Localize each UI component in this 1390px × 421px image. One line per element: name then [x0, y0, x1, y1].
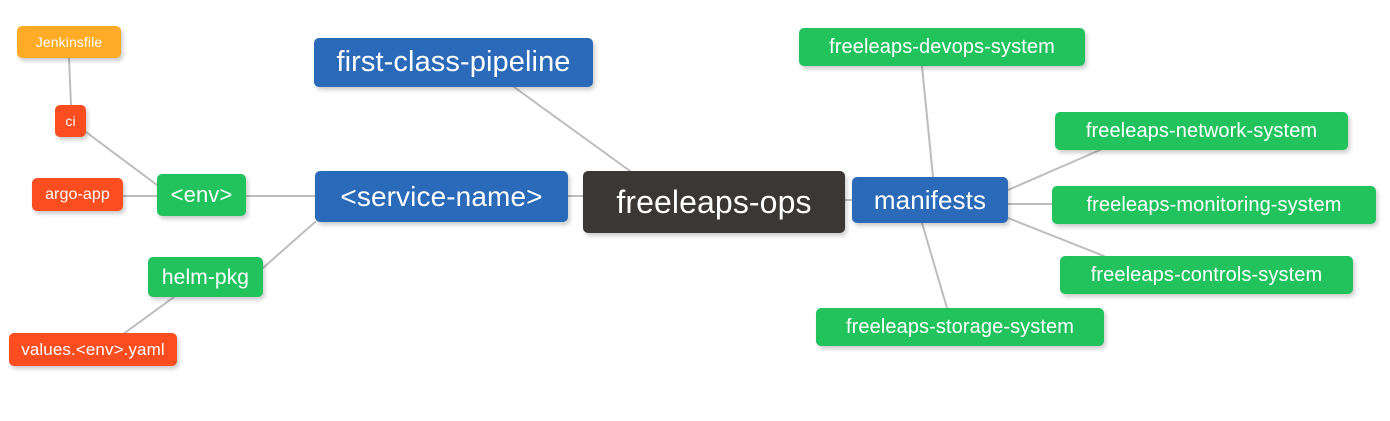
mindmap-node-label: <service-name>: [340, 180, 543, 212]
mindmap-node-label: values.<env>.yaml: [21, 340, 165, 359]
mindmap-node-freeleaps-network-system[interactable]: freeleaps-network-system: [1055, 112, 1348, 150]
mindmap-node-label: ci: [65, 113, 76, 129]
mindmap-node-env[interactable]: <env>: [157, 174, 246, 216]
edge-manifests-to-freeleaps-network-system: [1007, 149, 1101, 191]
mindmap-node-argo-app[interactable]: argo-app: [32, 178, 123, 211]
mindmap-node-label: freeleaps-devops-system: [829, 36, 1055, 58]
mindmap-node-label: <env>: [170, 182, 233, 207]
mindmap-node-label: freeleaps-ops: [616, 184, 812, 220]
mindmap-node-label: Jenkinsfile: [35, 34, 103, 50]
mindmap-node-first-class-pipeline[interactable]: first-class-pipeline: [314, 38, 593, 87]
mindmap-node-ci[interactable]: ci: [55, 105, 86, 137]
mindmap-node-freeleaps-controls-system[interactable]: freeleaps-controls-system: [1060, 256, 1353, 294]
mindmap-node-label: freeleaps-network-system: [1085, 120, 1318, 142]
edge-first-class-pipeline-to-freeleaps-ops: [513, 86, 631, 172]
mindmap-node-values-env-yaml[interactable]: values.<env>.yaml: [9, 333, 177, 366]
mindmap-node-label: helm-pkg: [161, 265, 250, 289]
mindmap-node-jenkinsfile[interactable]: Jenkinsfile: [17, 26, 121, 58]
mindmap-node-label: argo-app: [45, 185, 110, 203]
mindmap-node-freeleaps-devops-system[interactable]: freeleaps-devops-system: [799, 28, 1085, 66]
mindmap-node-manifests[interactable]: manifests: [852, 177, 1008, 223]
edge-jenkinsfile-to-ci: [68, 57, 72, 106]
mindmap-node-label: first-class-pipeline: [336, 46, 571, 78]
edge-service-name-to-helm-pkg: [262, 221, 316, 269]
mindmap-node-freeleaps-ops[interactable]: freeleaps-ops: [583, 171, 845, 233]
mindmap-node-label: freeleaps-monitoring-system: [1086, 194, 1342, 216]
mindmap-node-service-name[interactable]: <service-name>: [315, 171, 568, 222]
mindmap-node-helm-pkg[interactable]: helm-pkg: [148, 257, 263, 297]
mindmap-node-freeleaps-monitoring-system[interactable]: freeleaps-monitoring-system: [1052, 186, 1376, 224]
edge-manifests-to-freeleaps-storage-system: [921, 222, 948, 309]
mindmap-node-freeleaps-storage-system[interactable]: freeleaps-storage-system: [816, 308, 1104, 346]
mindmap-node-label: freeleaps-controls-system: [1090, 264, 1323, 286]
mindmap-node-label: manifests: [873, 185, 987, 215]
mindmap-node-label: freeleaps-storage-system: [845, 316, 1075, 338]
edge-freeleaps-devops-system-to-manifests: [921, 65, 934, 178]
